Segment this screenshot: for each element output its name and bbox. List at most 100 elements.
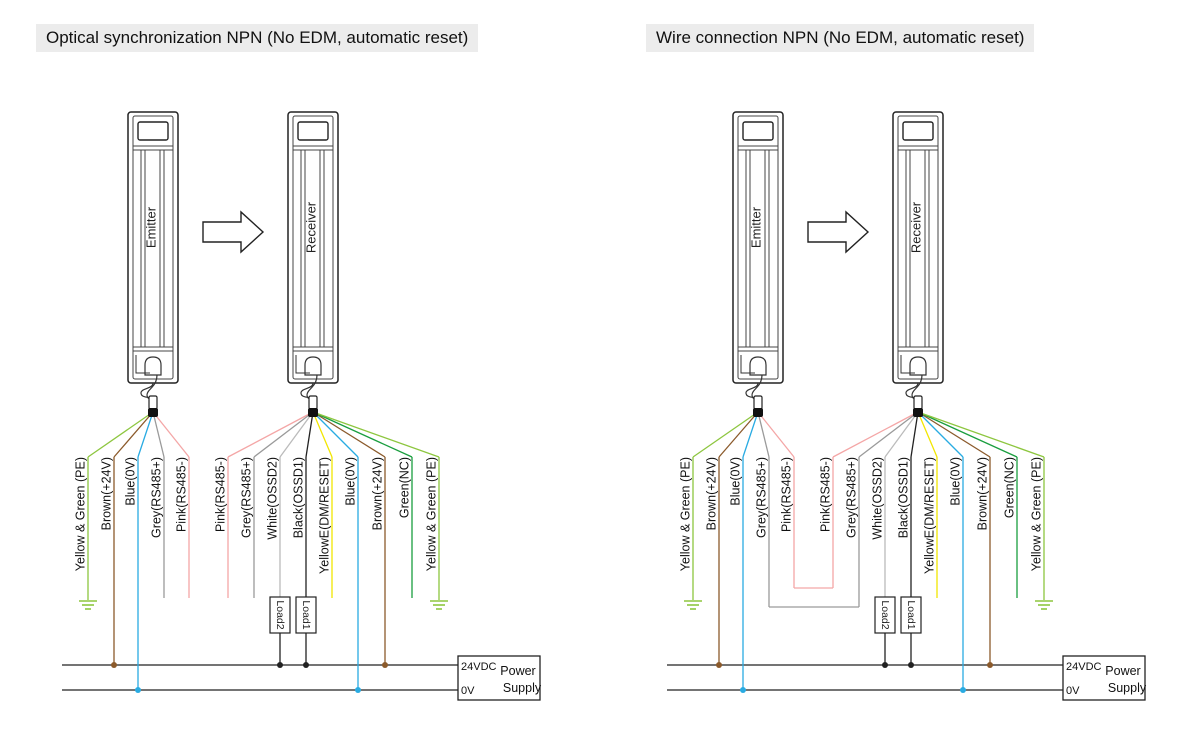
receiver-wire-3-label: Black(OSSD1) <box>291 457 305 538</box>
receiver-wire-3-load: Load1 <box>900 596 922 634</box>
receiver-1-label: Receiver <box>908 201 923 253</box>
receiver-wire-8-label: Yellow & Green (PE) <box>1029 457 1043 571</box>
emitter-wire-0-lead <box>692 411 759 458</box>
receiver-0: Receiver <box>287 111 339 417</box>
panel-0: Yellow & Green (PE) Brown(+24V) Blue(0V) Gr… <box>62 411 542 701</box>
emitter-wire-1-lead <box>718 411 759 458</box>
receiver-wire-8-lead <box>312 411 440 458</box>
receiver-wire-6-label: Brown(+24V) <box>975 457 989 530</box>
emitter-wire-0-ground-icon <box>79 600 97 610</box>
emitter-wire-2-label: Blue(0V) <box>123 457 137 506</box>
emitter-wire-0-label: Yellow & Green (PE) <box>73 457 87 571</box>
receiver-0-label: Receiver <box>303 201 318 253</box>
receiver-1: Receiver <box>892 111 944 417</box>
receiver-wire-6-lead <box>312 411 386 458</box>
receiver-wire-3-node <box>908 662 914 668</box>
receiver-wire-6-node <box>987 662 993 668</box>
receiver-wire-2-load-label: Load2 <box>274 600 286 629</box>
receiver-wire-2-node <box>882 662 888 668</box>
emitter-wire-4-lead <box>152 411 190 458</box>
panel-title-optical: Optical synchronization NPN (No EDM, aut… <box>36 24 479 52</box>
receiver-wire-1-lead <box>253 411 314 458</box>
receiver-wire-4-lead <box>312 411 333 458</box>
emitter-wire-2-label: Blue(0V) <box>728 457 742 506</box>
power-supply-name1-0: Power <box>500 664 535 678</box>
receiver-wire-7-lead <box>312 411 413 458</box>
emitter-wire-1-label: Brown(+24V) <box>704 457 718 530</box>
emitter-wire-4-lead <box>757 411 795 458</box>
emitter-wire-4-label: Pink(RS485-) <box>174 457 188 532</box>
receiver-wire-8-label: Yellow & Green (PE) <box>424 457 438 571</box>
receiver-wire-4-label: YellowE(DM/RESET) <box>317 457 331 574</box>
receiver-wire-1-label: Grey(RS485+) <box>239 457 253 538</box>
receiver-wire-2-node <box>277 662 283 668</box>
receiver-wire-0-lead <box>227 411 314 458</box>
power-supply-24v-0: 24VDC <box>461 661 497 673</box>
receiver-wire-5-label: Blue(0V) <box>343 457 357 506</box>
receiver-wire-7-label: Green(NC) <box>397 457 411 518</box>
receiver-wire-6-node <box>382 662 388 668</box>
receiver-wire-1-label: Grey(RS485+) <box>844 457 858 538</box>
power-supply-name2-1: Supply <box>1108 681 1147 695</box>
emitter-wire-2-lead <box>137 411 154 458</box>
receiver-wire-2-load-label: Load2 <box>879 600 891 629</box>
receiver-wire-3-load: Load1 <box>295 596 317 634</box>
emitter-wire-0-ground-icon <box>684 600 702 610</box>
receiver-wire-2-load: Load2 <box>874 596 896 634</box>
emitter-wire-1-node <box>716 662 722 668</box>
emitter-wire-3-lead <box>152 411 165 458</box>
receiver-wire-8-lead <box>917 411 1045 458</box>
emitter-wire-1-lead <box>113 411 154 458</box>
receiver-wire-0-lead <box>832 411 919 458</box>
receiver-wire-7-lead <box>917 411 1018 458</box>
emitter-wire-1-label: Brown(+24V) <box>99 457 113 530</box>
emitter-wire-0-lead <box>87 411 154 458</box>
receiver-wire-2-label: White(OSSD2) <box>870 457 884 540</box>
emitter-wire-2-node <box>135 687 141 693</box>
emitter-wire-3-label: Grey(RS485+) <box>149 457 163 538</box>
panel-title-wire: Wire connection NPN (No EDM, automatic r… <box>646 24 1035 52</box>
receiver-wire-2-load: Load2 <box>269 596 291 634</box>
emitter-wire-3-lead <box>757 411 770 458</box>
receiver-wire-6-label: Brown(+24V) <box>370 457 384 530</box>
receiver-wire-3-node <box>303 662 309 668</box>
emitter-1-label: Emitter <box>748 206 763 248</box>
panel-1: Yellow & Green (PE) Brown(+24V) Blue(0V) Gr… <box>667 411 1147 701</box>
receiver-wire-8-ground-icon <box>430 600 448 610</box>
emitter-wire-2-node <box>740 687 746 693</box>
power-supply-0v-1: 0V <box>1066 685 1080 697</box>
emitter-1: Emitter <box>732 111 784 417</box>
power-supply-0v-0: 0V <box>461 685 475 697</box>
emitter-wire-4-label: Pink(RS485-) <box>779 457 793 532</box>
receiver-wire-5-lead <box>312 411 359 458</box>
receiver-wire-2-lead <box>279 411 314 458</box>
emitter-wire-0-label: Yellow & Green (PE) <box>678 457 692 571</box>
emitter-wire-1-node <box>111 662 117 668</box>
receiver-wire-3-load-label: Load1 <box>905 600 917 629</box>
receiver-wire-0-label: Pink(RS485-) <box>818 457 832 532</box>
receiver-wire-3-load-label: Load1 <box>300 600 312 629</box>
emitter-0: Emitter <box>127 111 179 417</box>
arrow-icon-1 <box>807 210 870 254</box>
receiver-wire-4-lead <box>917 411 938 458</box>
receiver-wire-3-label: Black(OSSD1) <box>896 457 910 538</box>
receiver-wire-5-node <box>355 687 361 693</box>
power-supply-name1-1: Power <box>1105 664 1140 678</box>
receiver-wire-4-label: YellowE(DM/RESET) <box>922 457 936 574</box>
receiver-wire-3-lead <box>305 411 314 458</box>
receiver-wire-6-lead <box>917 411 991 458</box>
receiver-wire-5-label: Blue(0V) <box>948 457 962 506</box>
receiver-wire-8-ground-icon <box>1035 600 1053 610</box>
receiver-wire-2-lead <box>884 411 919 458</box>
receiver-wire-0-label: Pink(RS485-) <box>213 457 227 532</box>
power-supply-name2-0: Supply <box>503 681 542 695</box>
receiver-wire-1-lead <box>858 411 919 458</box>
receiver-wire-2-label: White(OSSD2) <box>265 457 279 540</box>
power-supply-24v-1: 24VDC <box>1066 661 1102 673</box>
emitter-wire-2-lead <box>742 411 759 458</box>
power-supply-box-0 <box>457 655 541 701</box>
receiver-wire-7-label: Green(NC) <box>1002 457 1016 518</box>
receiver-wire-3-lead <box>910 411 919 458</box>
emitter-0-label: Emitter <box>143 206 158 248</box>
